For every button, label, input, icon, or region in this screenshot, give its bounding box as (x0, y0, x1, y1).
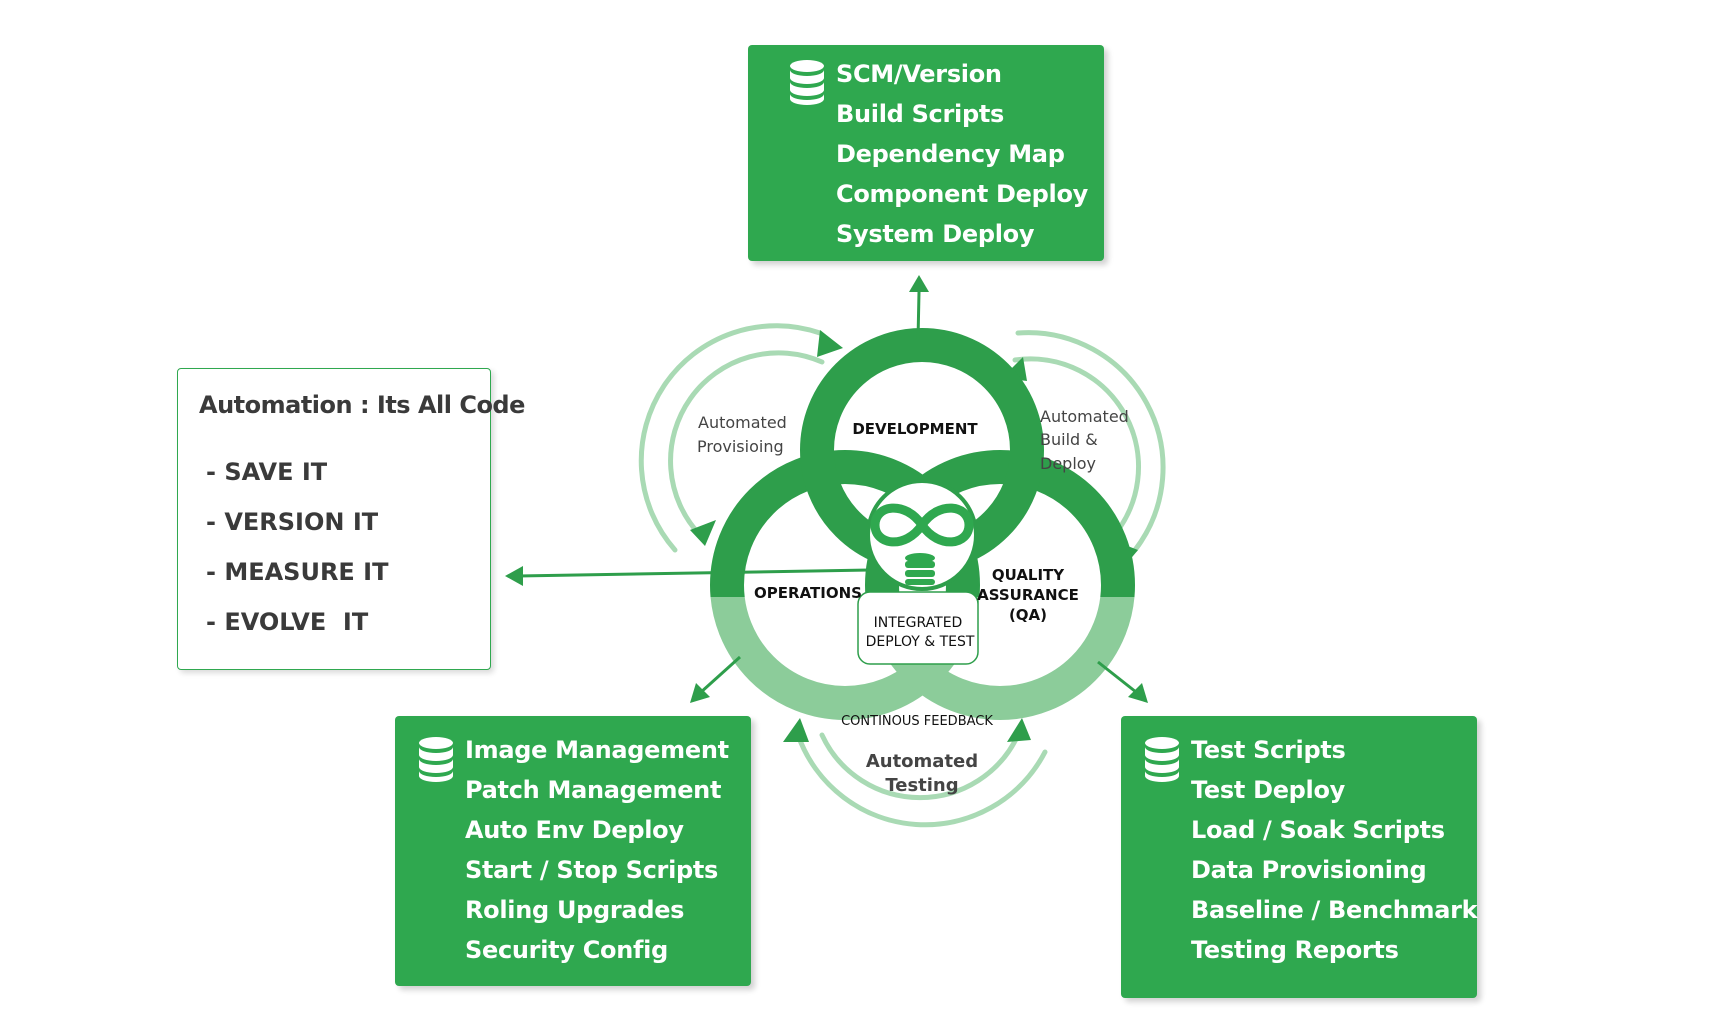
build-label-3: Deploy (1040, 454, 1096, 473)
build-label-2: Build & (1040, 430, 1098, 449)
list-item: Image Management (465, 736, 729, 764)
list-item: Start / Stop Scripts (465, 856, 719, 884)
list-item: Load / Soak Scripts (1191, 816, 1445, 844)
scm-build-list: SCM/Version Build Scripts Dependency Map… (836, 54, 1088, 254)
infinity-icon (870, 503, 974, 547)
list-item: Roling Upgrades (465, 896, 685, 924)
list-item: Build Scripts (836, 100, 1004, 128)
testing-tasks-list: Test Scripts Test Deploy Load / Soak Scr… (1191, 730, 1478, 970)
connector-arrows (517, 291, 1137, 695)
database-icon (419, 737, 453, 782)
testing-outer-arc (795, 732, 1048, 828)
qa-ring (865, 597, 1135, 720)
testing-labels: Automated Testing (866, 751, 978, 796)
operations-tasks-box: Image Management Patch Management Auto E… (395, 716, 751, 986)
arrow-to-bottom-right-box (1097, 660, 1137, 694)
list-item: Component Deploy (836, 180, 1088, 208)
list-item: - MEASURE IT (206, 558, 389, 586)
testing-tasks-box: Test Scripts Test Deploy Load / Soak Scr… (1121, 716, 1478, 998)
arrow-to-top-box (916, 291, 921, 341)
integrated-deploy-box (857, 591, 979, 665)
automation-title: Automation : Its All Code (199, 391, 525, 419)
testing-label-1: Automated (866, 751, 978, 772)
list-item: Test Deploy (1191, 776, 1346, 804)
center-hub (866, 479, 978, 591)
list-item: - VERSION IT (206, 508, 379, 536)
cycle-arrowheads (690, 330, 1138, 742)
database-icon (905, 553, 935, 585)
list-item: Security Config (465, 936, 668, 964)
arrow-icon (1007, 718, 1031, 742)
operations-ring (710, 597, 980, 720)
list-item: Test Scripts (1191, 736, 1346, 764)
list-item: Auto Env Deploy (465, 816, 684, 844)
operations-label: OPERATIONS (754, 584, 862, 602)
build-label-1: Automated (1040, 407, 1129, 426)
arrow-icon (909, 275, 929, 292)
build-inner-arc (1012, 356, 1141, 543)
scm-build-box: SCM/Version Build Scripts Dependency Map… (748, 45, 1104, 261)
center-labels: DEVELOPMENT OPERATIONS QUALITY ASSURANCE… (754, 420, 1079, 624)
arrow-to-bottom-left-box (698, 655, 742, 695)
automation-code-box: Automation : Its All Code - SAVE IT - VE… (177, 368, 525, 670)
list-item: Data Provisioning (1191, 856, 1427, 884)
list-item: Testing Reports (1191, 936, 1399, 964)
arrow-icon (783, 718, 809, 742)
connector-arrowheads (505, 275, 1148, 703)
operations-tasks-list: Image Management Patch Management Auto E… (465, 730, 729, 970)
arrow-icon (817, 330, 843, 357)
list-item: SCM/Version (836, 60, 1002, 88)
integrated-label-2: DEPLOY & TEST (866, 634, 975, 650)
cycle-labels: Automated Provisioing Automated Build & … (697, 407, 1129, 473)
arrow-icon (1002, 357, 1027, 381)
list-item: Dependency Map (836, 140, 1065, 168)
provisioning-label-1: Automated (698, 413, 787, 432)
testing-inner-arc (819, 732, 1021, 801)
qa-label-3: (QA) (1009, 606, 1047, 624)
arrow-icon (690, 520, 716, 546)
list-item: Patch Management (465, 776, 722, 804)
provisioning-label-2: Provisioing (697, 437, 784, 456)
testing-label-2: Testing (885, 775, 958, 796)
list-item: - EVOLVE IT (206, 608, 369, 636)
database-icon (790, 60, 824, 105)
development-label: DEVELOPMENT (852, 420, 978, 438)
list-item: - SAVE IT (206, 458, 328, 486)
qa-label-2: ASSURANCE (977, 586, 1079, 604)
arrow-to-left-box (517, 568, 871, 578)
integrated-labels: INTEGRATED DEPLOY & TEST (866, 615, 975, 650)
provisioning-outer-arc (638, 323, 823, 553)
list-item: Baseline / Benchmark (1191, 896, 1478, 924)
integrated-label-1: INTEGRATED (874, 615, 963, 631)
list-item: System Deploy (836, 220, 1035, 248)
database-icon (1145, 737, 1179, 782)
development-ring (800, 328, 1044, 572)
build-outer-arc (1015, 330, 1166, 553)
feedback-label: CONTINOUS FEEDBACK (841, 714, 993, 729)
arrow-icon (505, 566, 523, 586)
qa-label-1: QUALITY (992, 566, 1065, 584)
automation-list: - SAVE IT - VERSION IT - MEASURE IT - EV… (206, 447, 388, 647)
arrow-icon (1128, 683, 1148, 703)
arrow-icon (690, 683, 710, 703)
provisioning-inner-arc (668, 350, 825, 538)
rings (710, 328, 1135, 720)
arrow-icon (1112, 540, 1138, 568)
